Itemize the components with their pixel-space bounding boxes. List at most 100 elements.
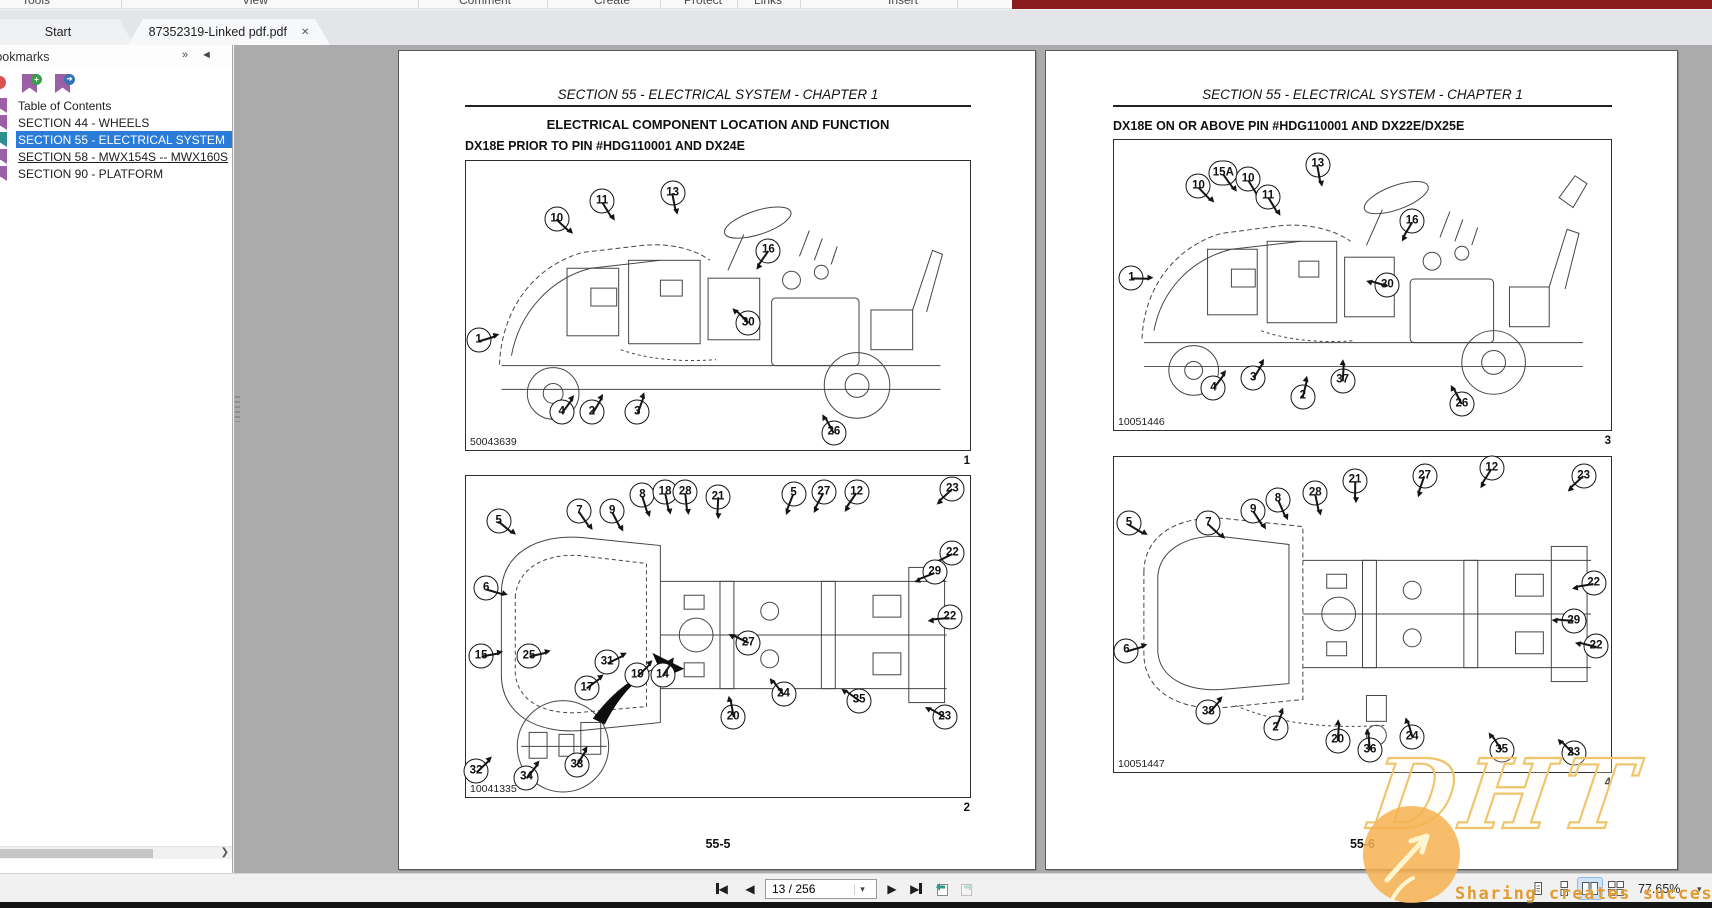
callout-20: 20	[720, 700, 746, 730]
callout-14: 14	[650, 661, 676, 688]
bookmark-item-section-58[interactable]: SECTION 58 - MWX154S -- MWX160S	[0, 148, 232, 165]
callout-3: 3	[1240, 363, 1266, 391]
pdf-page-right: SECTION 55 - ELECTRICAL SYSTEM - CHAPTER…	[1045, 50, 1678, 870]
facing-view-icon[interactable]	[1577, 877, 1603, 900]
scroll-right-icon[interactable]: ❯	[220, 847, 229, 858]
page-number-combobox[interactable]: ▾	[765, 879, 877, 899]
bookmarks-panel-title: Bookmarks	[0, 50, 50, 64]
document-viewer: SECTION 55 - ELECTRICAL SYSTEM - CHAPTER…	[234, 45, 1712, 873]
callout-24: 24	[771, 680, 797, 707]
single-page-view-icon[interactable]	[1526, 878, 1550, 899]
callout-26: 26	[1449, 389, 1475, 417]
callout-15A: 15A	[1208, 160, 1238, 189]
bookmark-item-table-of-contents[interactable]: Table of Contents	[0, 97, 232, 114]
goto-bookmark-badge-icon: ➔	[64, 74, 75, 85]
ribbon-tab-tools[interactable]: Tools	[21, 0, 51, 7]
bookmark-item-section-44[interactable]: SECTION 44 - WHEELS	[0, 114, 232, 131]
ribbon-tab-view[interactable]: View	[242, 0, 268, 7]
callout-26: 26	[821, 418, 847, 446]
first-page-button[interactable]: ◀	[712, 879, 732, 898]
ribbon-tab-protect[interactable]: Protect	[683, 0, 723, 7]
callout-21: 21	[705, 484, 731, 515]
next-page-button[interactable]: ▶	[887, 881, 897, 896]
callout-23: 23	[1561, 740, 1587, 766]
zoom-caret-icon[interactable]: ▾	[1697, 884, 1702, 894]
callout-12: 12	[1479, 455, 1505, 484]
callout-29: 29	[918, 559, 948, 585]
callout-30: 30	[1370, 272, 1400, 298]
previous-view-icon[interactable]	[930, 878, 952, 899]
bookmarks-horizontal-scrollbar[interactable]: ❯	[0, 846, 232, 859]
bookmark-label: Table of Contents	[18, 98, 112, 113]
callout-24: 24	[1399, 721, 1425, 750]
callout-27: 27	[732, 630, 761, 656]
continuous-facing-view-icon[interactable]	[1604, 878, 1628, 899]
pdf-page-left: SECTION 55 - ELECTRICAL SYSTEM - CHAPTER…	[398, 50, 1036, 870]
chapter-title: ELECTRICAL COMPONENT LOCATION AND FUNCTI…	[546, 117, 890, 132]
callout-28: 28	[1302, 480, 1328, 511]
tab-start[interactable]: Start	[0, 19, 134, 45]
next-view-icon[interactable]	[956, 878, 978, 899]
ribbon-strip: Tools View Comment Create Protect Links …	[0, 0, 1712, 9]
zoom-level-control[interactable]: 77.65%	[1638, 882, 1681, 896]
ribbon-tab-insert[interactable]: Insert	[887, 0, 919, 7]
record-dot-icon[interactable]	[0, 76, 6, 89]
callout-8: 8	[629, 482, 655, 513]
callout-5: 5	[781, 481, 807, 511]
callout-2: 2	[1263, 712, 1289, 741]
model-heading: DX18E ON OR ABOVE PIN #HDG110001 AND DX2…	[1113, 119, 1465, 133]
previous-page-button[interactable]: ◀	[745, 881, 755, 896]
ribbon-tab-links[interactable]: Links	[753, 0, 783, 7]
titlebar-red-strip	[1012, 0, 1712, 9]
close-tab-icon[interactable]: ✕	[300, 26, 310, 38]
ribbon-separator	[121, 0, 122, 8]
callout-11: 11	[1255, 184, 1281, 213]
callout-2: 2	[579, 398, 605, 425]
ribbon-tab-create[interactable]: Create	[593, 0, 631, 7]
callout-27: 27	[811, 479, 837, 509]
taskbar-strip	[0, 902, 1712, 908]
callout-1: 1	[466, 327, 496, 353]
callout-21: 21	[1342, 468, 1368, 499]
bookmark-item-section-55[interactable]: SECTION 55 - ELECTRICAL SYSTEM	[0, 131, 232, 148]
figure-id: 10051446	[1118, 416, 1165, 428]
ribbon-separator	[418, 0, 419, 8]
panel-collapse-icon[interactable]: »	[182, 49, 189, 61]
callout-2: 2	[1290, 380, 1316, 410]
ribbon-tab-comment[interactable]: Comment	[458, 0, 512, 7]
callout-29: 29	[1556, 608, 1587, 634]
document-tab-bar: Start 87352319-Linked pdf.pdf ✕	[0, 10, 1712, 45]
figure-id: 10041335	[470, 783, 517, 795]
callout-10: 10	[1185, 173, 1211, 200]
last-page-button[interactable]: ▶	[906, 879, 926, 898]
section-header: SECTION 55 - ELECTRICAL SYSTEM - CHAPTER…	[1202, 87, 1523, 102]
bookmark-ribbon-icon	[0, 115, 7, 130]
callout-1: 1	[1118, 265, 1149, 291]
scrollbar-thumb[interactable]	[0, 849, 153, 858]
add-bookmark-badge-icon: +	[31, 74, 42, 85]
panel-resize-handle[interactable]	[235, 396, 240, 422]
callout-4: 4	[1200, 374, 1226, 401]
continuous-view-icon[interactable]	[1552, 878, 1576, 899]
figure-id: 50043639	[470, 436, 517, 448]
callout-28: 28	[672, 479, 698, 510]
panel-back-icon[interactable]: ◄	[201, 49, 212, 61]
callout-13: 13	[1305, 152, 1331, 183]
callout-31: 31	[594, 649, 623, 675]
page-number: 55-6	[1349, 837, 1376, 851]
bookmark-ribbon-icon	[0, 132, 7, 147]
page-number-input[interactable]	[766, 882, 854, 896]
model-heading: DX18E PRIOR TO PIN #HDG110001 AND DX24E	[465, 139, 745, 153]
callout-7: 7	[1195, 510, 1222, 537]
callout-20: 20	[1325, 724, 1351, 753]
bookmark-item-section-90[interactable]: SECTION 90 - PLATFORM	[0, 165, 232, 182]
bookmark-ribbon-icon	[0, 166, 7, 181]
ribbon-separator	[737, 0, 738, 8]
chevron-down-icon[interactable]: ▾	[854, 883, 870, 895]
callout-12: 12	[844, 479, 870, 508]
tab-document[interactable]: 87352319-Linked pdf.pdf ✕	[128, 19, 330, 45]
figure-id: 10051447	[1118, 758, 1165, 770]
